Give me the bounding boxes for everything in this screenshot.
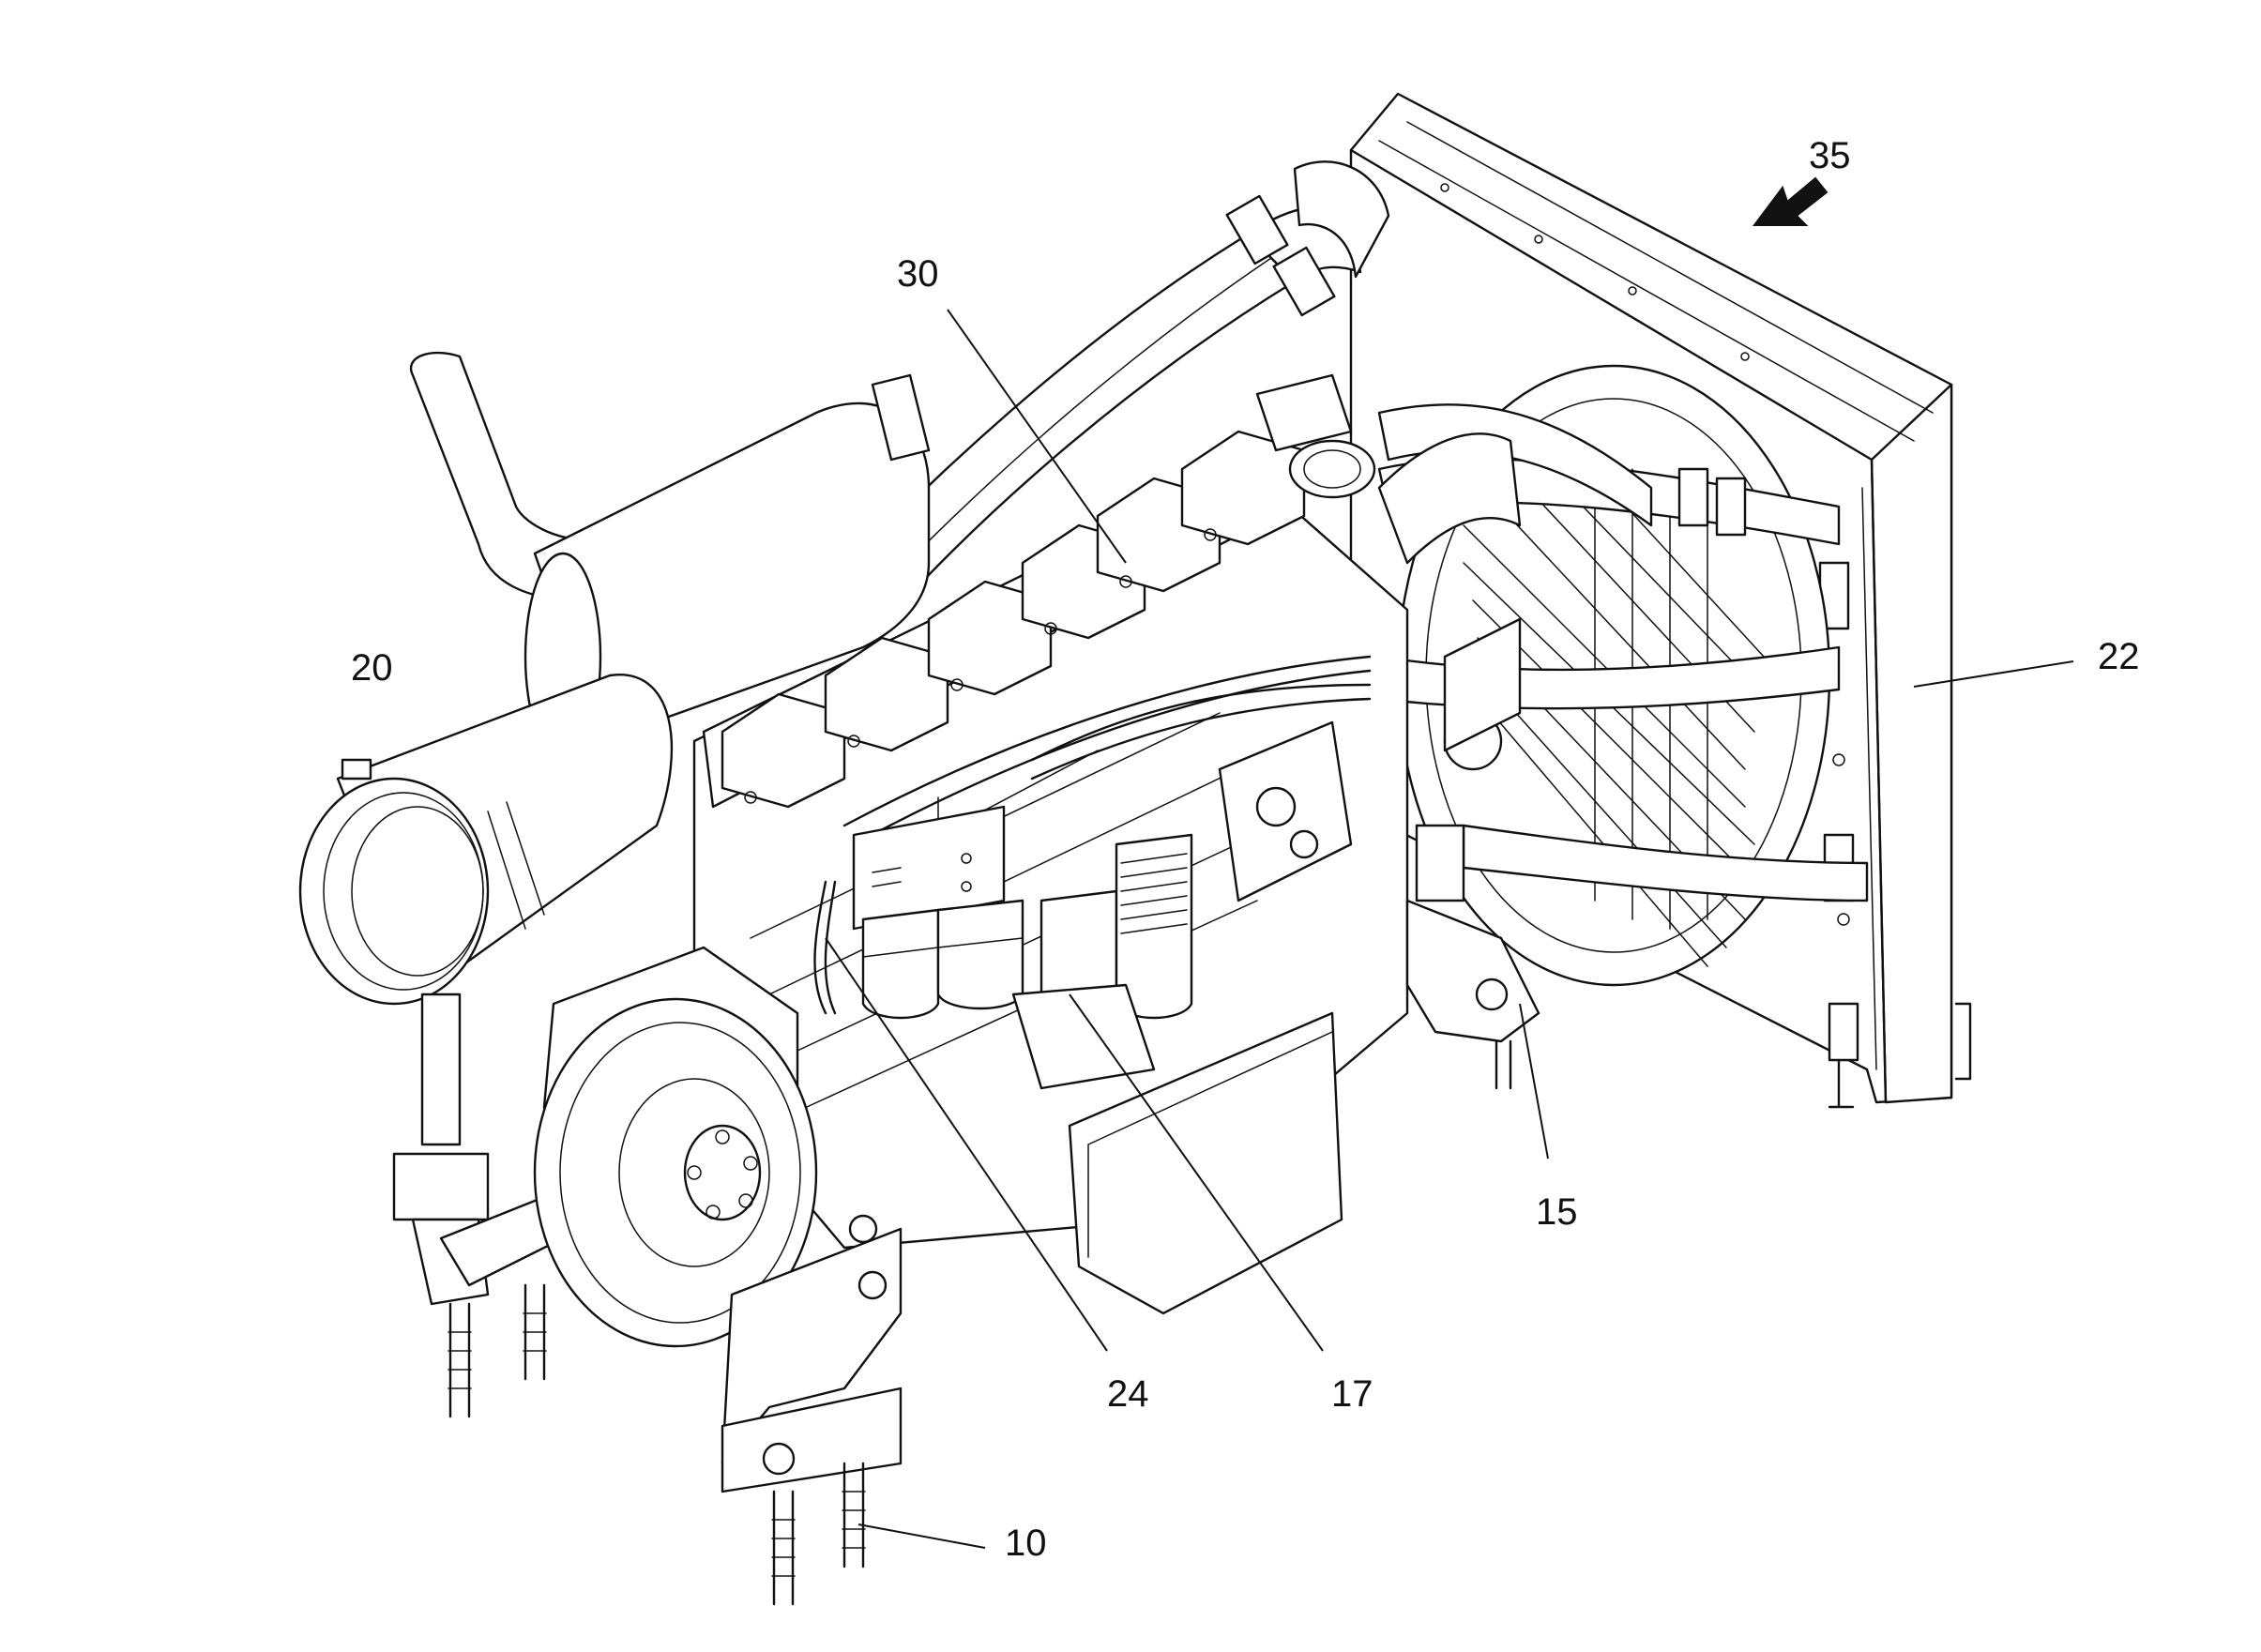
- leader-30: [947, 309, 1127, 564]
- callout-35: 35: [1809, 135, 1851, 176]
- callout-30: 30: [897, 253, 939, 295]
- fuel-lines: [842, 655, 1372, 902]
- intake-pipe: [814, 160, 1390, 649]
- leader-15: [1519, 1003, 1549, 1159]
- front-mount: [1405, 617, 1540, 1090]
- callout-15: 15: [1536, 1191, 1578, 1233]
- callout-24: 24: [1107, 1373, 1149, 1415]
- leader-22: [1913, 660, 2074, 688]
- callout-20: 20: [351, 647, 393, 689]
- fuel-filters: [861, 833, 1193, 1090]
- leader-24: [825, 937, 1108, 1352]
- callout-10: 10: [1005, 1523, 1047, 1564]
- view-direction-arrow: [1753, 176, 1829, 226]
- thermostat-housing: [1255, 373, 1522, 565]
- leader-17: [1069, 993, 1324, 1352]
- flywheel-housing: [533, 946, 818, 1348]
- engine-mount: [721, 1214, 903, 1606]
- callout-17: 17: [1331, 1373, 1373, 1415]
- wiring-harness: [813, 805, 1006, 1015]
- leader-lines: [825, 309, 2074, 1549]
- callout-22: 22: [2098, 636, 2140, 677]
- cylinder-head-covers: [721, 430, 1306, 809]
- leader-10: [857, 1523, 986, 1549]
